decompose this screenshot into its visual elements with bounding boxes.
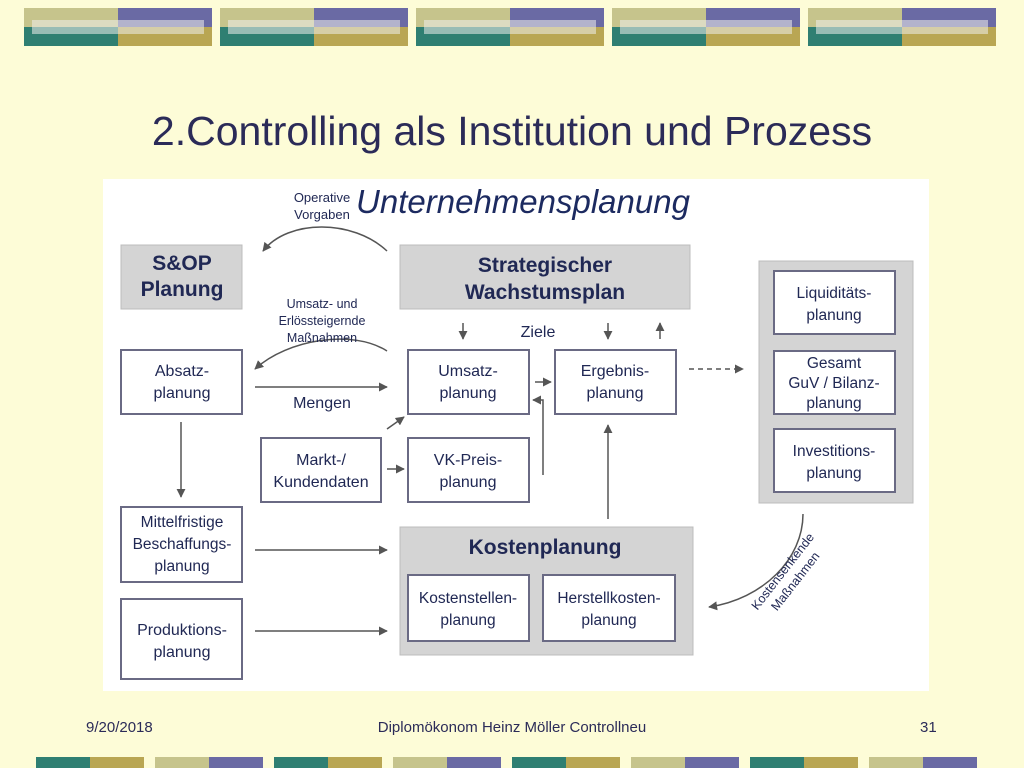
- footer-ornament: [923, 757, 977, 768]
- vkpreis-box: [407, 437, 530, 503]
- produktion-box: [120, 598, 243, 680]
- svg-text:Produktions-planung: Produktions-planung: [137, 622, 227, 661]
- sop-block: [120, 244, 243, 310]
- kostenstellen-box: [407, 574, 530, 642]
- herstell-box: [542, 574, 676, 642]
- footer-ornament: [447, 757, 501, 768]
- header-ornament: [416, 8, 604, 46]
- svg-text:Herstellkosten-planung: Herstellkosten-planung: [557, 590, 660, 629]
- svg-text:Markt-/Kundendaten: Markt-/Kundendaten: [273, 452, 368, 491]
- svg-text:Ziele: Ziele: [521, 324, 556, 341]
- header-ornament: [808, 8, 996, 46]
- svg-text:Umsatz-planung: Umsatz-planung: [438, 363, 498, 402]
- svg-text:Liquiditäts-planung: Liquiditäts-planung: [797, 285, 872, 324]
- strategic-plan-block: [399, 244, 691, 310]
- slide-title: 2.Controlling als Institution und Prozes…: [151, 108, 873, 154]
- umsatz-massnahmen-arrow: [254, 338, 388, 370]
- svg-text:Mengen: Mengen: [293, 395, 351, 412]
- header-ornament: [24, 8, 212, 46]
- invest-box: [773, 428, 896, 493]
- umsatz-box: [407, 349, 530, 415]
- footer-ornament: [155, 757, 209, 768]
- mittelfristig-box: [120, 506, 243, 583]
- footer-ornament: [512, 757, 566, 768]
- footer-ornament: [328, 757, 382, 768]
- svg-text:KostensenkendeMaßnahmen: KostensenkendeMaßnahmen: [749, 531, 830, 623]
- svg-text:Absatz-planung: Absatz-planung: [154, 363, 211, 402]
- gesamt-box: [773, 350, 896, 415]
- operative-arrow: [262, 226, 388, 252]
- footer-ornament: [274, 757, 328, 768]
- header-ornament: [612, 8, 800, 46]
- svg-text:Ergebnis-planung: Ergebnis-planung: [581, 363, 649, 402]
- footer-ornament: [90, 757, 144, 768]
- footer-ornament: [566, 757, 620, 768]
- page-number: 31: [920, 719, 937, 736]
- svg-text:VK-Preis-planung: VK-Preis-planung: [434, 452, 502, 491]
- vkpreis-to-umsatz-arrow: [532, 395, 544, 475]
- markt-to-umsatz-arrow: [386, 416, 405, 430]
- footer-date: 9/20/2018: [86, 719, 153, 736]
- absatz-box: [120, 349, 243, 415]
- svg-text:Kostenplanung: Kostenplanung: [469, 536, 622, 559]
- footer-ornament: [685, 757, 739, 768]
- svg-text:Kostenstellen-planung: Kostenstellen-planung: [419, 590, 517, 629]
- footer-ornament: [804, 757, 858, 768]
- footer-ornament: [36, 757, 90, 768]
- footer-ornament: [750, 757, 804, 768]
- ergebnis-box: [554, 349, 677, 415]
- markt-box: [260, 437, 382, 503]
- footer-ornament: [631, 757, 685, 768]
- liquiditaet-box: [773, 270, 896, 335]
- footer-ornament: [393, 757, 447, 768]
- header-ornament: [220, 8, 408, 46]
- diagram-heading: Unternehmensplanung: [356, 183, 691, 220]
- footer-ornament: [869, 757, 923, 768]
- cost-measures-arrow: [708, 513, 804, 611]
- footer-ornament: [209, 757, 263, 768]
- svg-text:Investitions-planung: Investitions-planung: [793, 443, 876, 482]
- footer-author: Diplomökonom Heinz Möller Controllneu: [377, 719, 647, 736]
